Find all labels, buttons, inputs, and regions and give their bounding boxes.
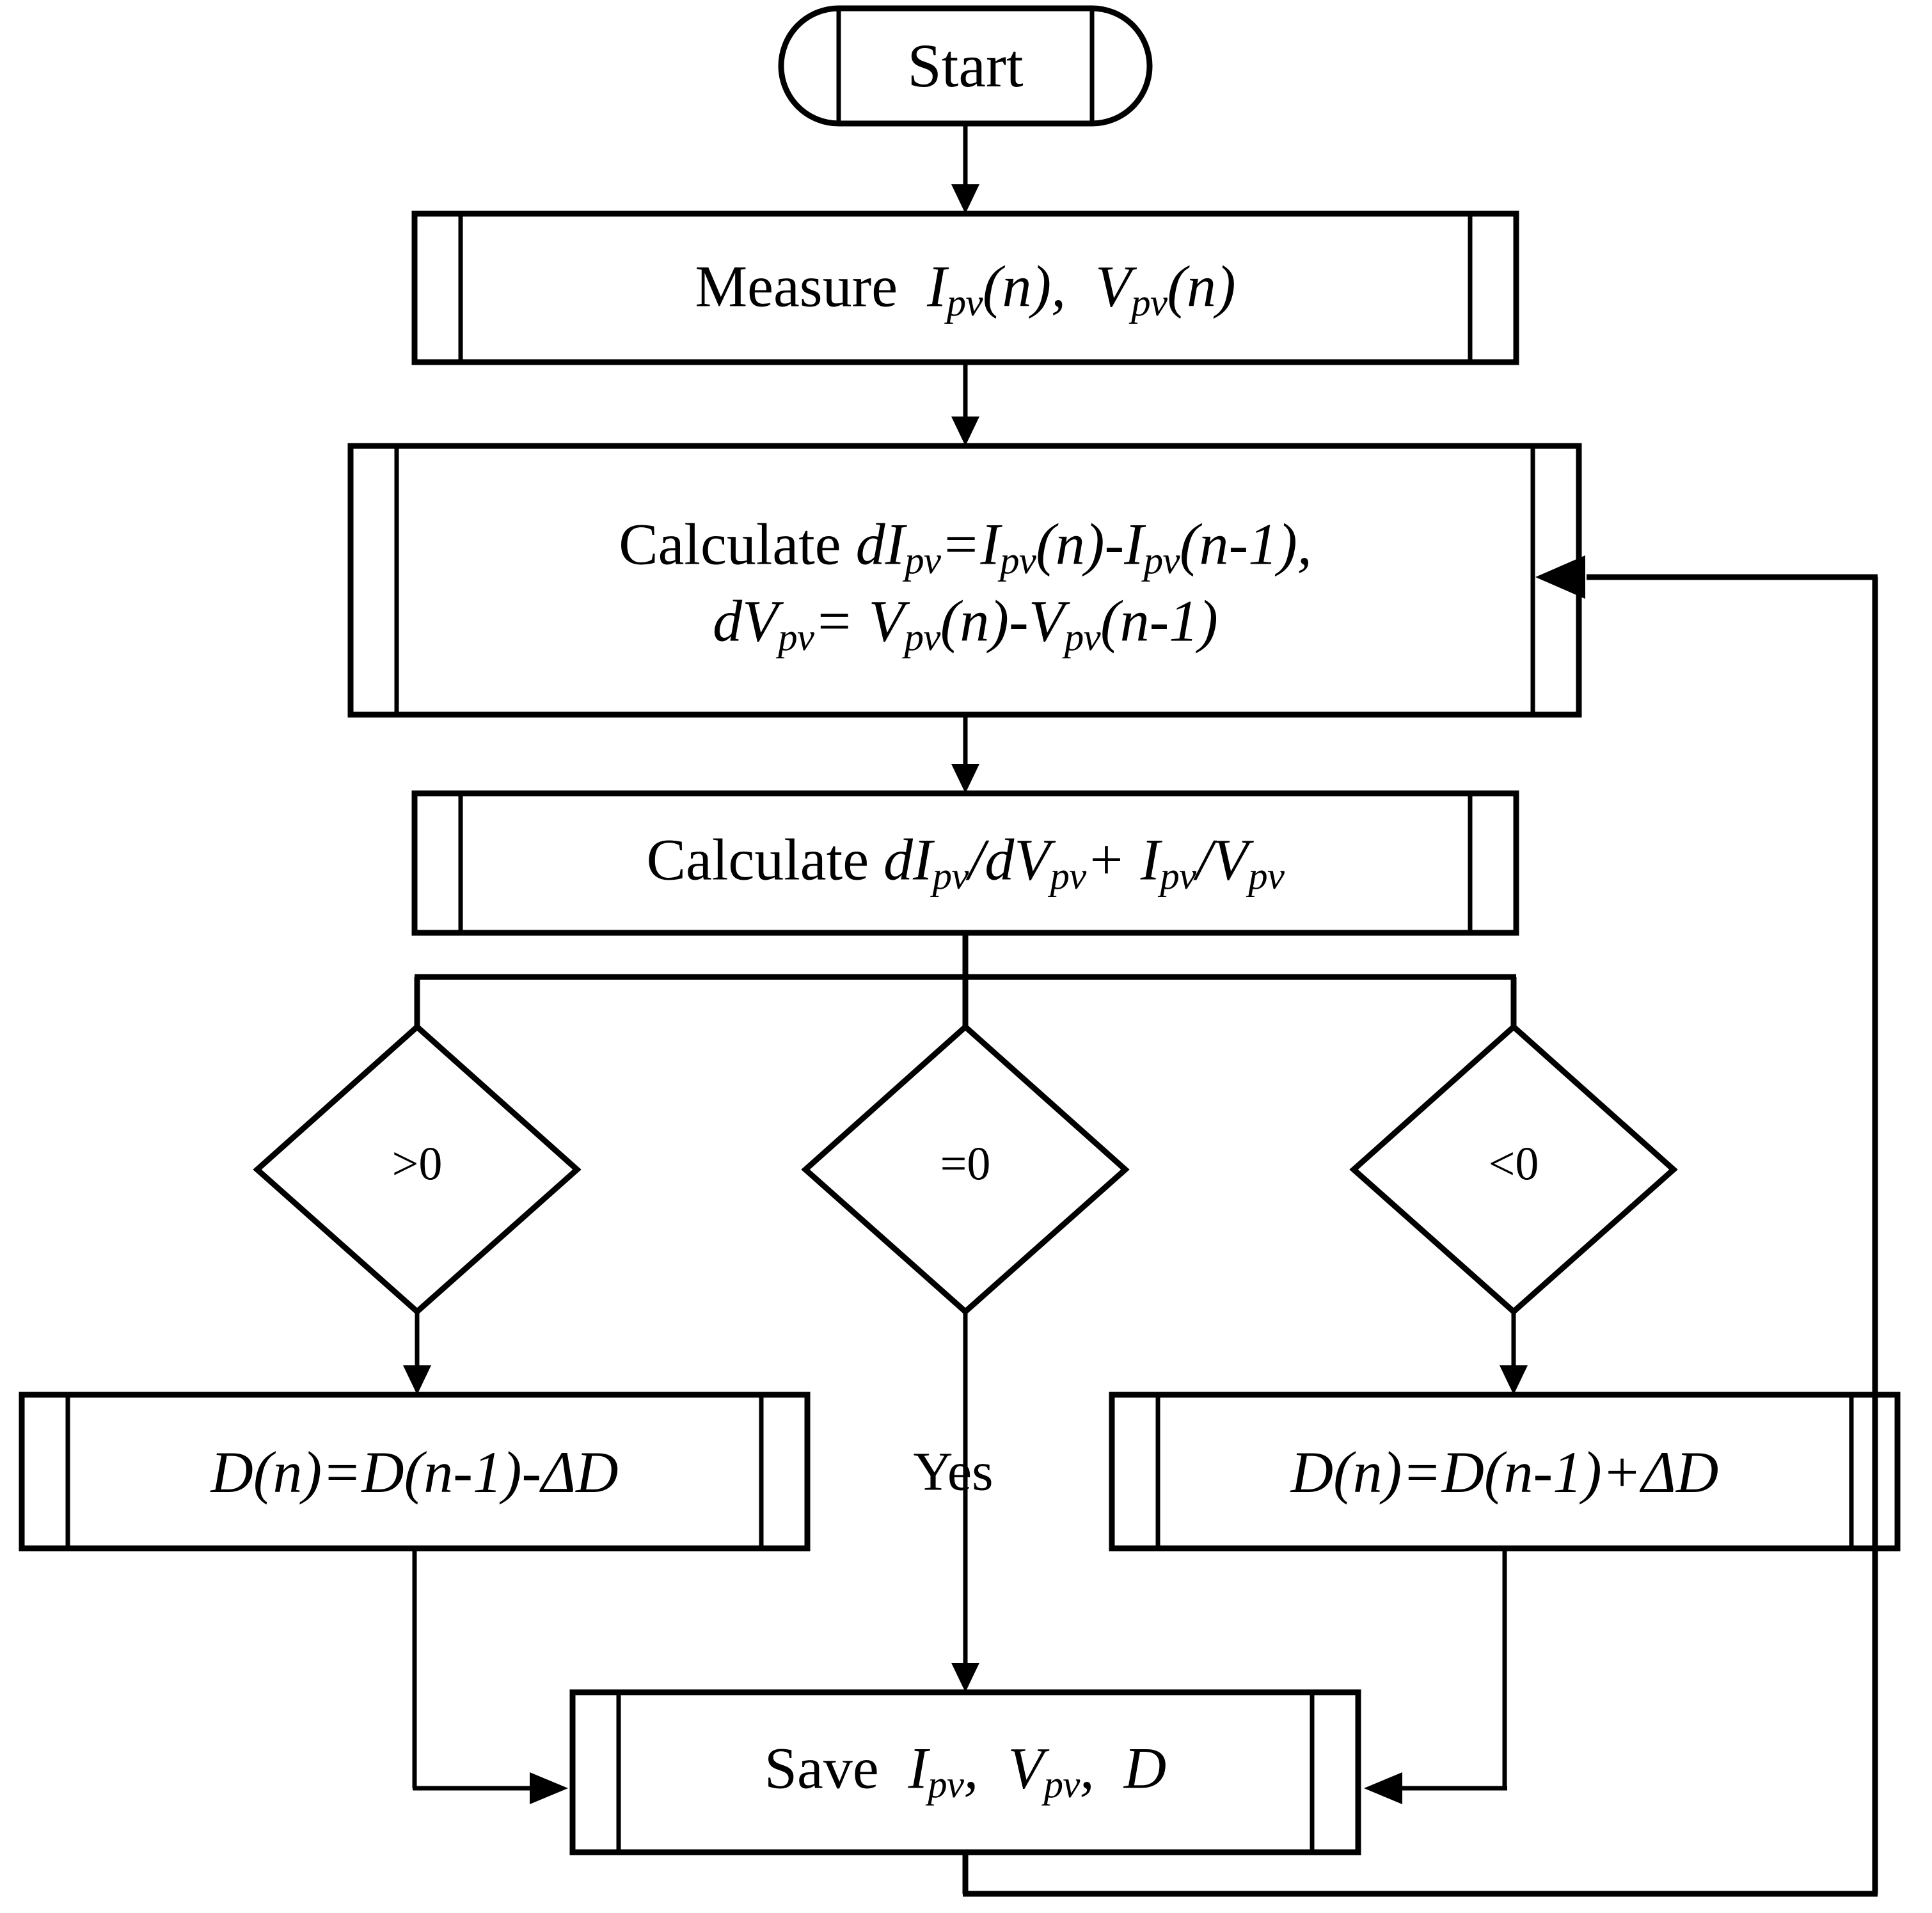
- calc-delta-line1: Calculate dIpv=Ipv(n)-Ipv(n-1),: [619, 511, 1312, 582]
- duty-increment-label: D(n)=D(n-1)+ΔD: [1290, 1440, 1719, 1505]
- node-duty-increment[interactable]: [1109, 1392, 1901, 1552]
- edge-dutyinc-to-save: [1364, 1548, 1507, 1804]
- arrowhead-icon: [951, 417, 979, 446]
- decision-eq-label: =0: [940, 1138, 991, 1191]
- measure-label: Measure Ipv(n), Vpv(n): [695, 253, 1236, 324]
- duty-decrement-label: D(n)=D(n-1)-ΔD: [210, 1440, 619, 1505]
- edge-start-to-measure: [951, 123, 979, 214]
- edge-label-yes: Yes: [913, 1440, 994, 1502]
- calc-delta-line2: dVpv= Vpv(n)-Vpv(n-1): [713, 588, 1218, 659]
- node-calc-cond[interactable]: [411, 790, 1519, 936]
- edge-calcdelta-to-calccond: [951, 715, 979, 793]
- save-label: Save Ipv, Vpv, D: [764, 1735, 1167, 1806]
- arrowhead-icon: [951, 764, 979, 793]
- start-label: Start: [907, 31, 1024, 100]
- arrowhead-icon: [951, 1663, 979, 1692]
- node-start[interactable]: [778, 5, 1153, 127]
- arrowhead-icon: [1364, 1772, 1402, 1804]
- calc-cond-label: Calculate dIpv/dVpv+ Ipv/Vpv: [646, 827, 1285, 898]
- node-duty-decrement[interactable]: [19, 1392, 811, 1552]
- arrowhead-icon: [403, 1365, 431, 1395]
- node-calc-delta[interactable]: [347, 443, 1582, 718]
- arrowhead-icon: [1500, 1365, 1528, 1395]
- arrowhead-icon: [530, 1772, 568, 1804]
- edge-dutydec-to-save: [412, 1548, 568, 1804]
- decision-lt-label: <0: [1488, 1138, 1539, 1191]
- edge-feedback-loop: [962, 555, 1878, 1897]
- edge-gt-to-dutydec: [403, 1312, 431, 1395]
- decision-gt-label: >0: [392, 1138, 443, 1191]
- edge-measure-to-calcdelta: [951, 362, 979, 446]
- arrowhead-icon: [1535, 555, 1585, 599]
- edge-lt-to-dutyinc: [1500, 1312, 1528, 1395]
- arrowhead-icon: [951, 184, 979, 214]
- edge-eq-to-save: [951, 1312, 979, 1692]
- node-save[interactable]: [569, 1689, 1361, 1855]
